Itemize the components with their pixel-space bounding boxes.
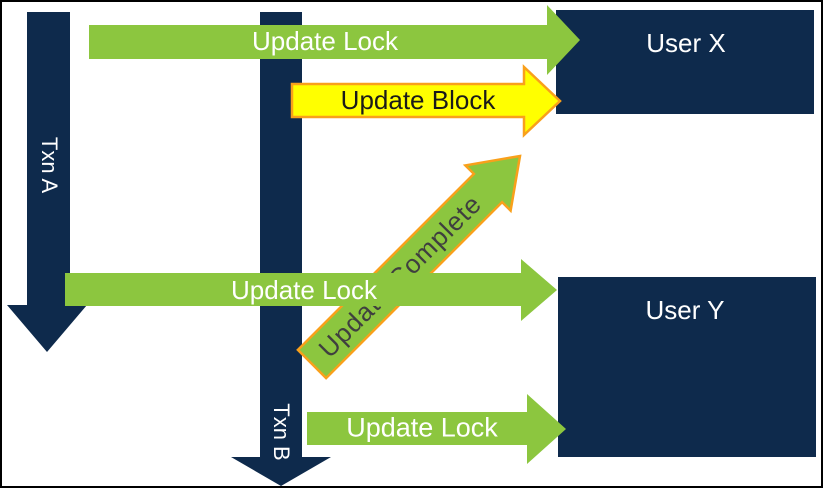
txn-b-label: Txn B — [269, 403, 294, 461]
update-block-arrow — [290, 64, 562, 138]
update-lock-top-label: Update Lock — [252, 26, 398, 56]
update-lock-bottom-label: Update Lock — [346, 412, 498, 443]
update-lock-top-arrow — [89, 5, 580, 75]
txn-b-arrow — [231, 12, 331, 486]
user-x-box — [556, 10, 814, 114]
user-x-label: User X — [646, 28, 726, 58]
txn-a-label: Txn A — [37, 136, 62, 194]
txn-a-arrow — [7, 12, 87, 352]
update-complete-arrow — [296, 154, 522, 380]
update-lock-mid-arrow — [65, 259, 557, 321]
update-lock-mid-label: Update Lock — [231, 275, 377, 305]
user-y-label: User Y — [645, 295, 725, 325]
update-lock-bottom-arrow — [307, 394, 566, 464]
update-block-label: Update Block — [340, 85, 496, 115]
user-y-box — [558, 277, 816, 457]
